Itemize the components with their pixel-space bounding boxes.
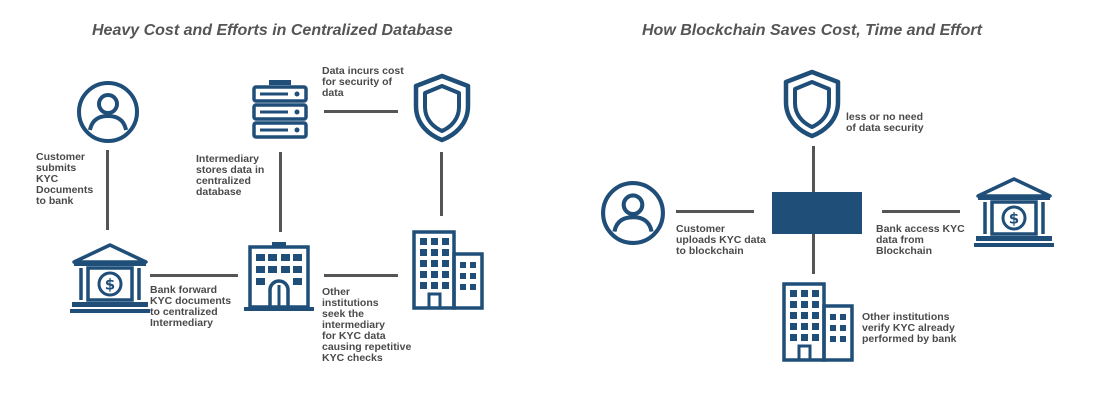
server-icon xyxy=(250,78,310,142)
tall-building-icon xyxy=(410,228,486,312)
connector-line xyxy=(324,110,398,113)
tall-building-icon xyxy=(780,280,856,364)
label-other-institutions-seek: Other institutions seek the intermediary… xyxy=(322,286,412,364)
connector-line xyxy=(882,210,960,213)
left-diagram-title: Heavy Cost and Efforts in Centralized Da… xyxy=(92,22,453,39)
bank-icon xyxy=(974,176,1054,248)
right-diagram-title: How Blockchain Saves Cost, Time and Effo… xyxy=(642,22,982,39)
label-bank-access: Bank access KYC data from Blockchain xyxy=(876,223,965,257)
label-bank-forward: Bank forward KYC documents to centralize… xyxy=(150,284,232,329)
connector-line xyxy=(812,146,815,192)
person-icon xyxy=(600,180,666,246)
label-intermediary-stores: Intermediary stores data in centralized … xyxy=(196,153,265,198)
label-customer-uploads: Customer uploads KYC data to blockchain xyxy=(676,223,766,257)
connector-line xyxy=(150,274,238,277)
connector-line xyxy=(676,210,754,213)
connector-line xyxy=(324,274,398,277)
connector-line xyxy=(440,152,443,216)
label-data-incurs-cost: Data incurs cost for security of data xyxy=(322,65,404,99)
office-building-icon xyxy=(244,240,314,312)
shield-icon xyxy=(410,72,474,144)
connector-line xyxy=(812,234,815,274)
connector-line xyxy=(106,150,109,230)
shield-icon xyxy=(780,68,844,140)
connector-line xyxy=(279,152,282,232)
label-other-verify: Other institutions verify KYC already pe… xyxy=(862,311,957,345)
person-icon xyxy=(76,80,140,144)
label-customer-submits: Customer submits KYC Documents to bank xyxy=(36,151,94,207)
bank-icon xyxy=(70,242,150,314)
blockchain-block xyxy=(772,192,862,234)
label-less-security: less or no need of data security xyxy=(846,111,924,134)
